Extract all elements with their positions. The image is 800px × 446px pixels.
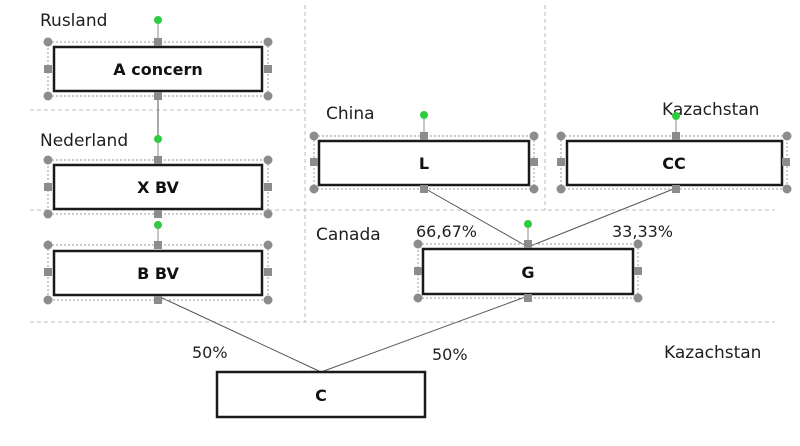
entity-g[interactable]: G <box>413 220 643 303</box>
ownership-label-g-to-c: 50% <box>432 345 468 364</box>
resize-handle-sw-icon[interactable] <box>413 293 423 303</box>
resize-handle-ne-icon[interactable] <box>263 37 273 47</box>
resize-handle-s-icon[interactable] <box>154 92 162 100</box>
resize-handle-e-icon[interactable] <box>264 65 272 73</box>
resize-handle-s-icon[interactable] <box>154 210 162 218</box>
resize-handle-nw-icon[interactable] <box>43 37 53 47</box>
entity-l[interactable]: L <box>309 111 539 194</box>
resize-handle-ne-icon[interactable] <box>782 131 792 141</box>
entity-label: A concern <box>113 60 202 79</box>
resize-handle-nw-icon[interactable] <box>556 131 566 141</box>
edge-l-to-g <box>423 187 529 248</box>
resize-handle-w-icon[interactable] <box>44 268 52 276</box>
resize-handle-s-icon[interactable] <box>154 296 162 304</box>
edge-b-bv-to-c <box>157 295 322 373</box>
resize-handle-n-icon[interactable] <box>154 38 162 46</box>
entity-box[interactable] <box>565 139 784 187</box>
resize-handle-nw-icon[interactable] <box>413 239 423 249</box>
entity-label: X BV <box>137 178 179 197</box>
edge-g-to-c <box>320 295 529 373</box>
rotation-handle-icon[interactable] <box>524 220 532 228</box>
entity-box[interactable] <box>52 249 264 297</box>
resize-handle-e-icon[interactable] <box>264 268 272 276</box>
resize-handle-s-icon[interactable] <box>524 294 532 302</box>
entity-x-bv[interactable]: X BV <box>43 135 273 219</box>
resize-handle-ne-icon[interactable] <box>529 131 539 141</box>
region-label-kazachstan-top: Kazachstan <box>662 100 759 120</box>
resize-handle-nw-icon[interactable] <box>43 240 53 250</box>
resize-handle-sw-icon[interactable] <box>43 295 53 305</box>
entity-label: C <box>315 386 327 405</box>
rotation-handle-icon[interactable] <box>154 16 162 24</box>
resize-handle-se-icon[interactable] <box>263 295 273 305</box>
resize-handle-se-icon[interactable] <box>529 184 539 194</box>
resize-handle-n-icon[interactable] <box>524 240 532 248</box>
region-label-canada: Canada <box>316 225 381 245</box>
resize-handle-w-icon[interactable] <box>44 65 52 73</box>
entity-b-bv[interactable]: B BV <box>43 221 273 305</box>
entity-label: L <box>419 154 429 173</box>
resize-handle-s-icon[interactable] <box>420 185 428 193</box>
rotation-handle-icon[interactable] <box>154 221 162 229</box>
ownership-labels: 50% 50% 66,67% 33,33% <box>192 222 673 364</box>
entity-label: B BV <box>137 264 179 283</box>
ownership-label-l-to-g: 66,67% <box>416 222 477 241</box>
entity-box[interactable] <box>421 247 635 296</box>
ownership-label-b-to-c: 50% <box>192 343 228 362</box>
entity-cc[interactable]: CC <box>556 112 792 194</box>
region-label-rusland: Rusland <box>40 11 107 31</box>
resize-handle-n-icon[interactable] <box>420 132 428 140</box>
ownership-label-cc-to-g: 33,33% <box>612 222 673 241</box>
region-dividers <box>30 5 775 323</box>
resize-handle-se-icon[interactable] <box>263 209 273 219</box>
resize-handle-ne-icon[interactable] <box>263 240 273 250</box>
resize-handle-sw-icon[interactable] <box>43 91 53 101</box>
resize-handle-se-icon[interactable] <box>633 293 643 303</box>
resize-handle-w-icon[interactable] <box>414 267 422 275</box>
resize-handle-n-icon[interactable] <box>154 156 162 164</box>
rotation-handle-icon[interactable] <box>420 111 428 119</box>
resize-handle-s-icon[interactable] <box>672 185 680 193</box>
entity-label: G <box>521 263 534 282</box>
entity-c[interactable]: C <box>215 370 427 419</box>
resize-handle-sw-icon[interactable] <box>309 184 319 194</box>
resize-handle-w-icon[interactable] <box>557 158 565 166</box>
entity-box[interactable] <box>215 370 427 419</box>
rotation-handle-icon[interactable] <box>154 135 162 143</box>
resize-handle-n-icon[interactable] <box>154 241 162 249</box>
entity-label: CC <box>662 154 685 173</box>
resize-handle-e-icon[interactable] <box>782 158 790 166</box>
resize-handle-w-icon[interactable] <box>310 158 318 166</box>
resize-handle-ne-icon[interactable] <box>633 239 643 249</box>
resize-handle-e-icon[interactable] <box>530 158 538 166</box>
resize-handle-w-icon[interactable] <box>44 183 52 191</box>
edge-cc-to-g <box>527 187 677 248</box>
entity-a-concern[interactable]: A concern <box>43 16 273 101</box>
region-label-kazachstan-bottom: Kazachstan <box>664 343 761 363</box>
resize-handle-ne-icon[interactable] <box>263 155 273 165</box>
entity-box[interactable] <box>52 163 264 211</box>
region-label-china: China <box>326 104 375 124</box>
resize-handle-sw-icon[interactable] <box>43 209 53 219</box>
resize-handle-nw-icon[interactable] <box>43 155 53 165</box>
resize-handle-se-icon[interactable] <box>263 91 273 101</box>
region-label-nederland: Nederland <box>40 131 128 151</box>
region-labels: Rusland Nederland China Kazachstan Canad… <box>40 11 761 363</box>
entity-box[interactable] <box>52 45 264 93</box>
resize-handle-n-icon[interactable] <box>672 132 680 140</box>
resize-handle-e-icon[interactable] <box>634 267 642 275</box>
resize-handle-sw-icon[interactable] <box>556 184 566 194</box>
resize-handle-e-icon[interactable] <box>264 183 272 191</box>
resize-handle-nw-icon[interactable] <box>309 131 319 141</box>
resize-handle-se-icon[interactable] <box>782 184 792 194</box>
rotation-handle-icon[interactable] <box>672 112 680 120</box>
